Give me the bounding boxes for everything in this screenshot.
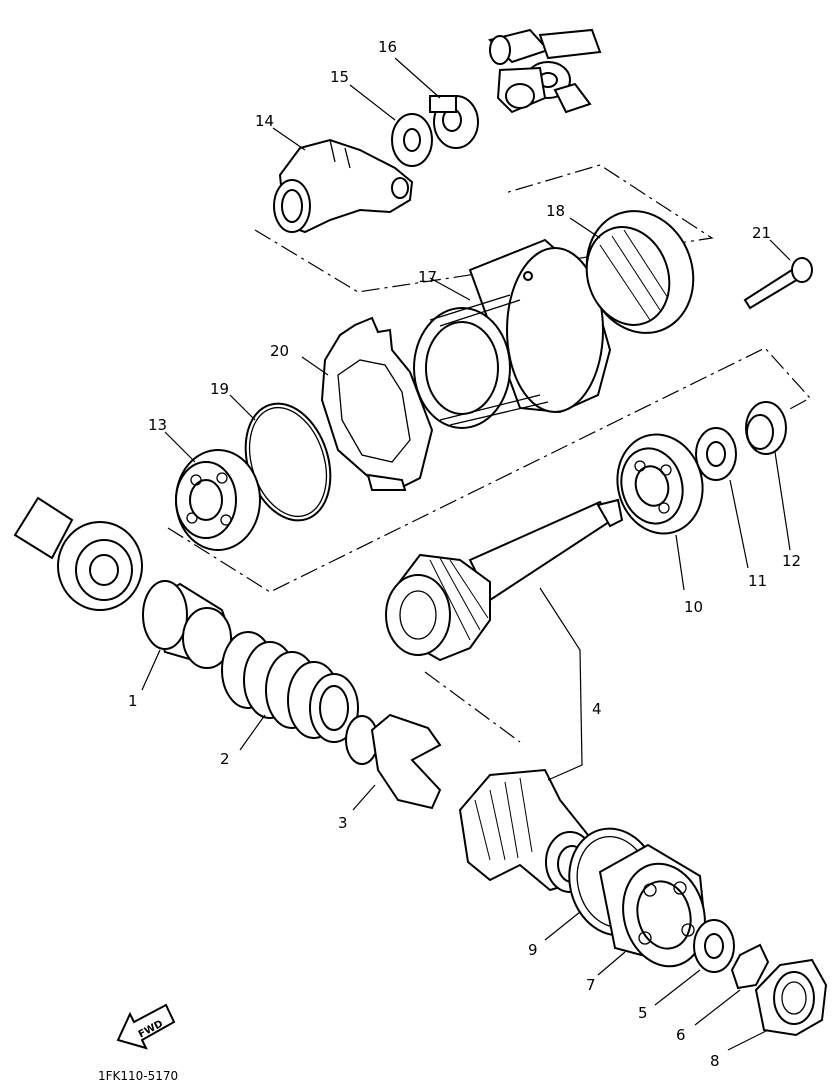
part-label-10: 10 [684,598,703,616]
bolt-21-drawing [743,257,813,310]
collar-1-drawing [142,580,234,669]
part-label-13: 13 [148,416,167,434]
collar-12-drawing [745,401,787,455]
part-label-20: 20 [270,342,289,360]
part-label-19: 19 [210,380,229,398]
nut-8-drawing [754,958,828,1037]
part-label-4: 4 [592,700,602,718]
part-label-3: 3 [338,814,348,832]
nut-16-drawing [429,95,479,149]
part-label-12: 12 [782,552,801,570]
part-label-8: 8 [710,1052,720,1070]
part-label-17: 17 [418,268,437,286]
bearing-7-drawing [598,843,707,968]
part-label-9: 9 [528,941,538,959]
plate-20-drawing [320,316,434,491]
universal-joint-drawing [488,28,602,114]
part-label-7: 7 [586,976,596,994]
part-label-6: 6 [676,1026,686,1044]
spring-2-drawing [221,631,359,743]
leader-lines [141,57,791,1051]
bearing-13-drawing [175,449,261,551]
washer-15-drawing [391,113,433,167]
seal-18-drawing [585,210,695,334]
pinion-shaft-drawing [385,498,624,662]
part-label-16: 16 [378,38,397,56]
left-shaft-drawing [13,496,143,611]
part-label-21: 21 [752,224,771,242]
part-label-11: 11 [748,572,767,590]
fork-3-drawing [345,713,442,810]
clip-6-drawing [730,943,770,990]
diagram-code: 1FK110-5170 [98,1069,178,1083]
washer-5-drawing [693,919,735,973]
part-label-18: 18 [546,202,565,220]
fwd-arrow-icon: FWD [116,1003,176,1050]
part-label-1: 1 [128,692,138,710]
bearing-10-drawing [616,433,704,535]
washer-11-drawing [695,427,737,481]
yoke-drawing [273,138,414,234]
part-label-5: 5 [638,1004,648,1022]
part-label-15: 15 [330,68,349,86]
part-labels: 14 15 16 18 17 21 20 19 13 1 2 3 4 10 11… [128,38,801,1070]
part-label-2: 2 [220,750,230,768]
housing-17-drawing [413,238,612,429]
part-label-14: 14 [255,112,274,130]
